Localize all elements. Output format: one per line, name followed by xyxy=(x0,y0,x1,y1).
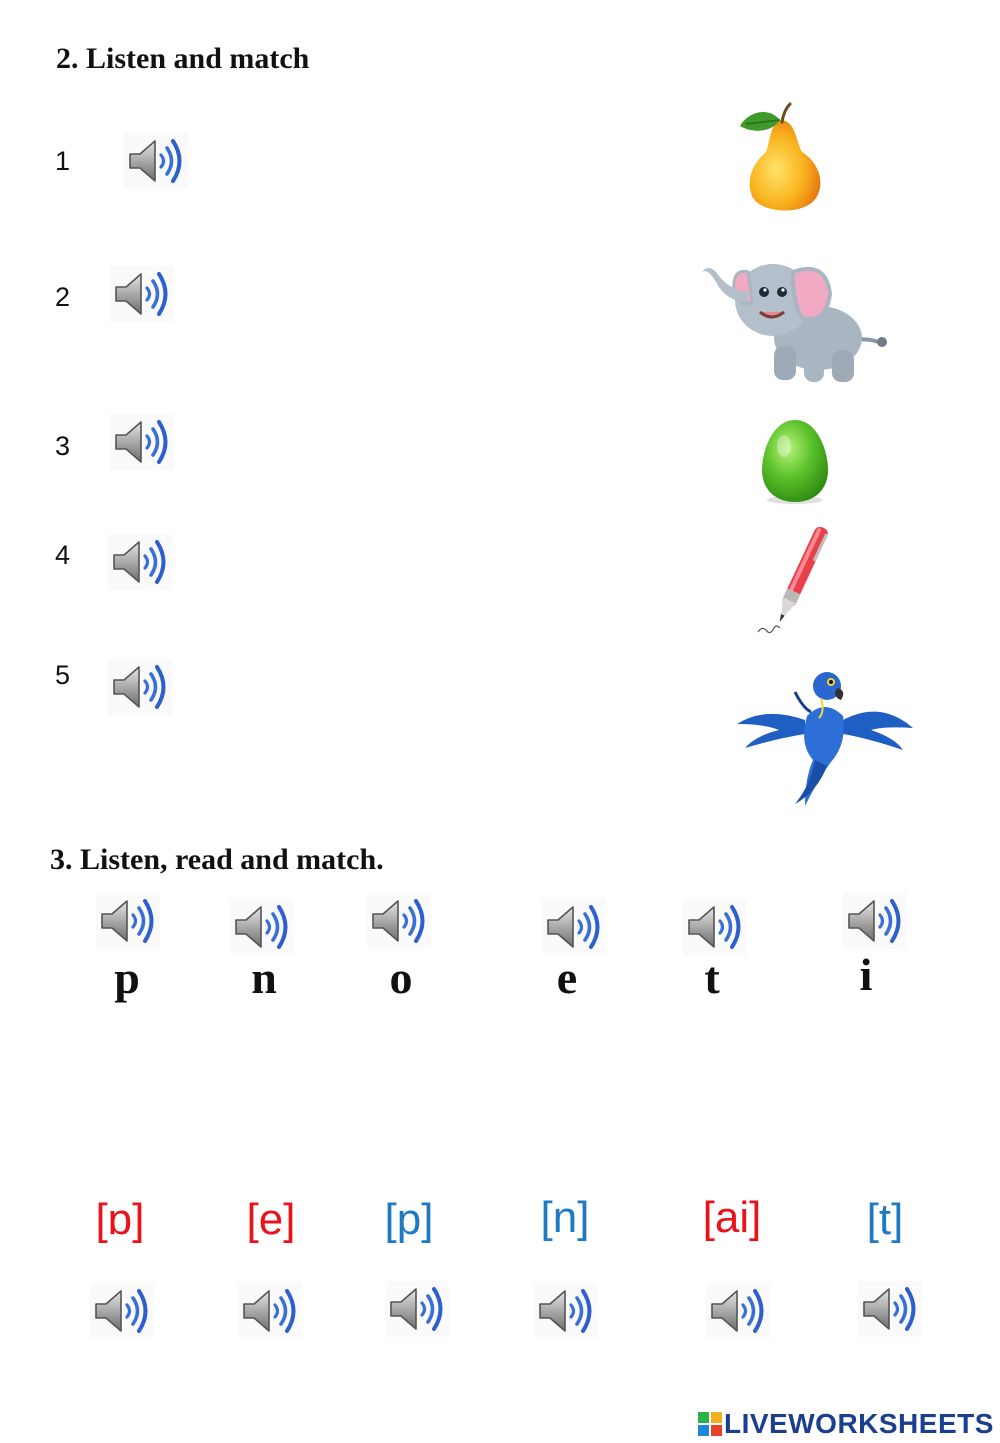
pear-picture[interactable] xyxy=(730,100,835,220)
speaker-icon[interactable] xyxy=(90,1283,154,1339)
brand-logo: LIVEWORKSHEETS xyxy=(698,1408,994,1440)
section2-title: 2. Listen and match xyxy=(56,42,310,75)
letter-card[interactable]: t xyxy=(704,952,720,1003)
speaker-icon[interactable] xyxy=(367,893,431,949)
letter-card[interactable]: n xyxy=(251,952,277,1003)
pen-picture[interactable] xyxy=(748,520,836,640)
egg-picture[interactable] xyxy=(758,418,832,506)
elephant-picture[interactable] xyxy=(698,250,893,388)
sound-card[interactable]: [p] xyxy=(384,1195,434,1244)
speaker-icon[interactable] xyxy=(124,133,188,189)
section3-title: 3. Listen, read and match. xyxy=(50,843,384,876)
letter-card[interactable]: e xyxy=(556,952,578,1003)
letter-card[interactable]: i xyxy=(859,949,873,1000)
speaker-icon[interactable] xyxy=(230,899,294,955)
sound-card[interactable]: [ai] xyxy=(702,1193,762,1242)
speaker-icon[interactable] xyxy=(534,1283,598,1339)
speaker-icon[interactable] xyxy=(108,534,172,590)
speaker-icon[interactable] xyxy=(385,1281,449,1337)
brand-name: LIVEWORKSHEETS xyxy=(724,1408,994,1439)
speaker-icon[interactable] xyxy=(108,659,172,715)
brand-icon xyxy=(698,1412,722,1436)
sound-card[interactable]: [n] xyxy=(540,1193,590,1242)
parrot-picture[interactable] xyxy=(735,668,915,808)
speaker-icon[interactable] xyxy=(542,899,606,955)
item-number: 1 xyxy=(55,146,71,176)
sound-card[interactable]: [e] xyxy=(246,1195,296,1244)
speaker-icon[interactable] xyxy=(858,1281,922,1337)
speaker-icon[interactable] xyxy=(706,1283,770,1339)
speaker-icon[interactable] xyxy=(110,266,174,322)
item-number: 2 xyxy=(55,282,71,312)
item-number: 4 xyxy=(55,540,71,570)
speaker-icon[interactable] xyxy=(110,414,174,470)
speaker-icon[interactable] xyxy=(96,893,160,949)
sound-card[interactable]: [ɒ] xyxy=(95,1195,145,1244)
speaker-icon[interactable] xyxy=(683,899,747,955)
speaker-icon[interactable] xyxy=(238,1283,302,1339)
item-number: 5 xyxy=(55,660,71,690)
letter-card[interactable]: o xyxy=(389,952,413,1003)
letter-card[interactable]: p xyxy=(114,952,140,1003)
sound-card[interactable]: [t] xyxy=(866,1195,904,1244)
speaker-icon[interactable] xyxy=(843,893,907,949)
item-number: 3 xyxy=(55,431,71,461)
